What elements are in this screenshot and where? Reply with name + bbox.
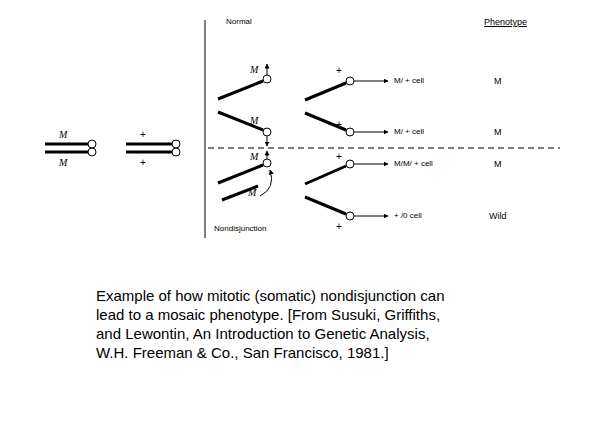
- section-label: Normal: [226, 18, 252, 26]
- phenotype-label: M: [494, 160, 502, 169]
- phenotype-label: M: [494, 77, 502, 86]
- chromatid: [218, 151, 272, 200]
- cell-label: M/ + cell: [394, 128, 424, 136]
- cell-label: M/M/ + cell: [394, 160, 433, 168]
- chromosome-pair: [126, 140, 180, 156]
- chromatid: [218, 64, 271, 146]
- allele-label: +: [140, 130, 146, 140]
- allele-label: +: [336, 152, 342, 162]
- allele-label: +: [140, 158, 146, 168]
- divider-line: [205, 20, 206, 238]
- phenotype-label: M: [494, 128, 502, 137]
- dashed-line: [208, 148, 560, 149]
- allele-label: +: [336, 222, 342, 232]
- cell-label: + /0 cell: [394, 212, 422, 220]
- allele-label: M: [59, 130, 67, 140]
- allele-label: M: [248, 188, 256, 198]
- cell-label: M/ + cell: [394, 77, 424, 85]
- phenotype-label: Wild: [489, 212, 507, 221]
- column-header: Phenotype: [484, 18, 527, 27]
- chromatid: [305, 160, 388, 220]
- allele-label: M: [250, 65, 258, 75]
- allele-label: M: [59, 158, 67, 168]
- section-label: Nondisjunction: [214, 225, 266, 233]
- chromatid: [305, 77, 388, 136]
- allele-label: +: [336, 66, 342, 76]
- figure-caption: Example of how mitotic (somatic) nondisj…: [96, 286, 466, 362]
- chromosome-pair: [45, 140, 96, 156]
- allele-label: M: [250, 116, 258, 126]
- allele-label: +: [336, 120, 342, 130]
- allele-label: M: [250, 152, 258, 162]
